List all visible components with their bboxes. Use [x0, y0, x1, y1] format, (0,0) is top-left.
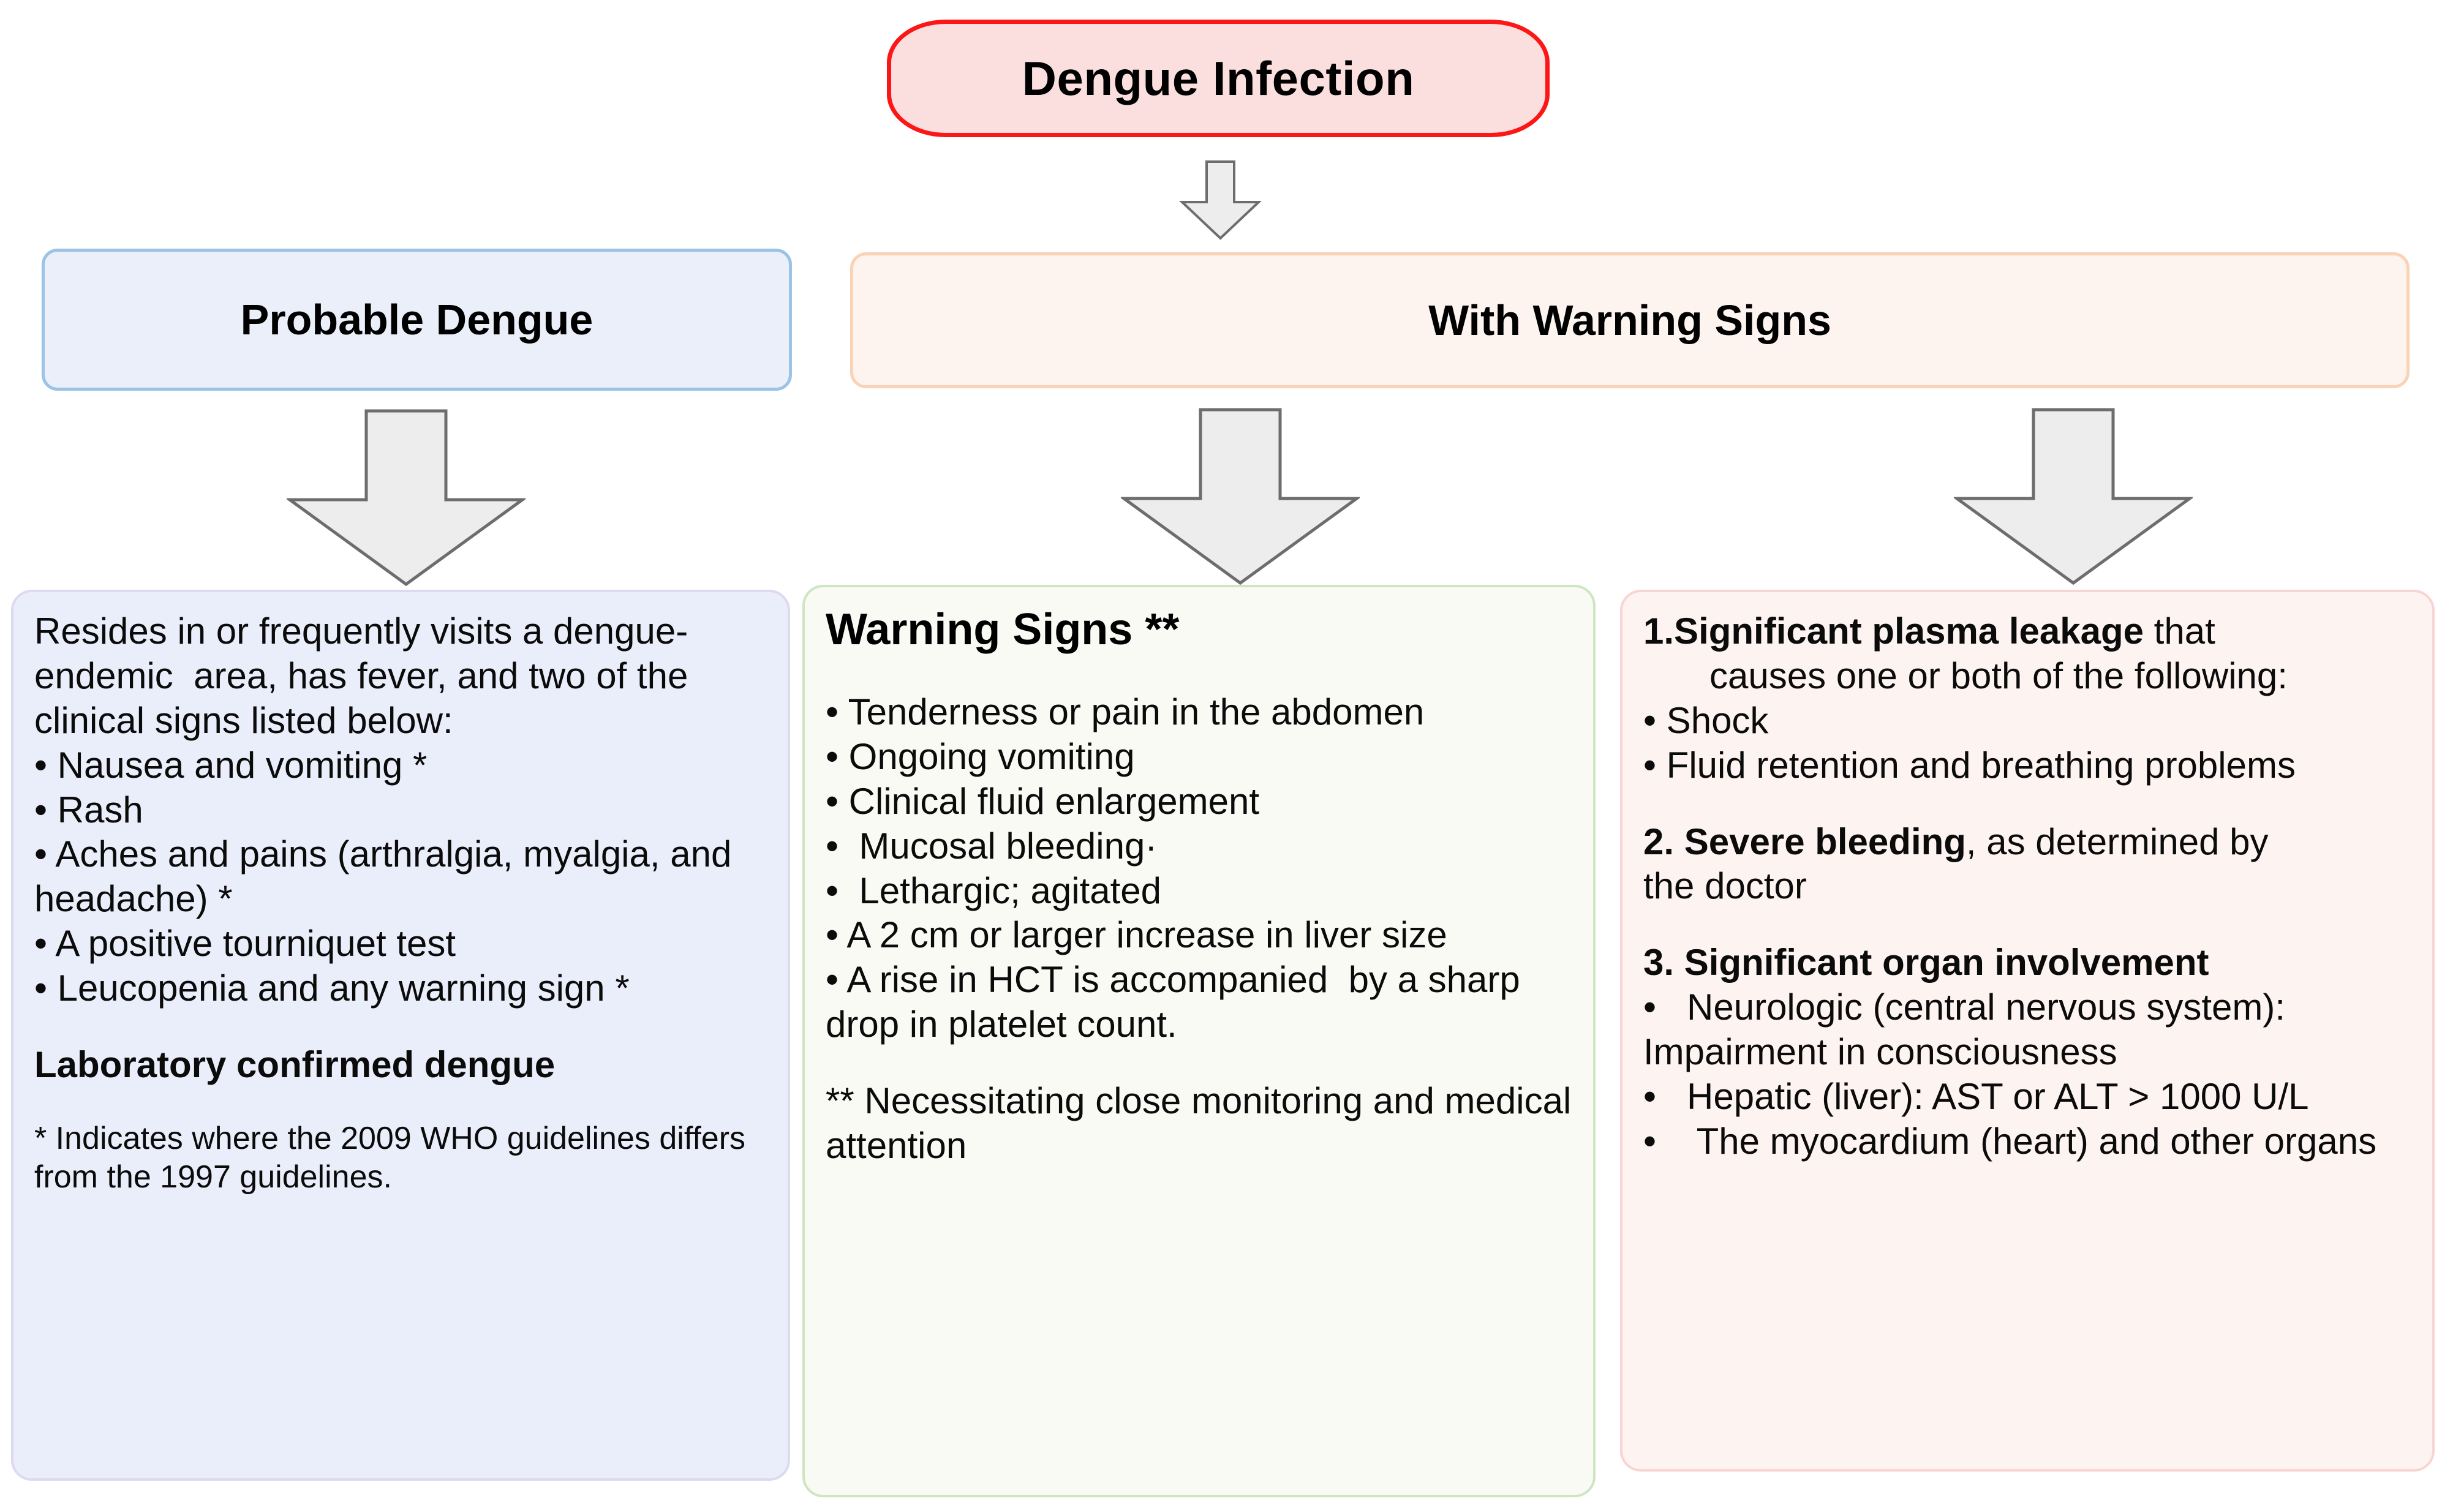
right-item-1-marker: 1. — [1643, 611, 1675, 652]
header-with-warning-signs[interactable]: With Warning Signs — [850, 252, 2410, 388]
left-footnote: * Indicates where the 2009 WHO guideline… — [34, 1120, 755, 1195]
right-item-2: 2. Severe bleeding, as determined by — [1643, 820, 2411, 865]
mid-bullet-liver-size: • A 2 cm or larger increase in liver siz… — [826, 914, 1447, 956]
mid-footnote: ** Necessitating close monitoring and me… — [826, 1080, 1581, 1167]
content-box-warning-signs: Warning Signs ** • Tenderness or pain in… — [802, 585, 1596, 1497]
left-spacer-2 — [34, 1088, 767, 1119]
mid-heading-warning-signs: Warning Signs ** — [826, 605, 1180, 654]
header-probable-dengue-label: Probable Dengue — [240, 296, 594, 344]
right-item-2-rest: , as determined by — [1965, 821, 2269, 862]
mid-bullet-lethargic: • Lethargic; agitated — [826, 870, 1162, 911]
right-item-3-bold: Significant organ involvement — [1684, 942, 2209, 984]
node-dengue-infection-label: Dengue Infection — [1022, 51, 1415, 105]
arrow-warning-to-mid-box — [1121, 408, 1360, 585]
right-item-3: 3. Significant organ involvement — [1643, 941, 2411, 985]
right-item-1: 1. Significant plasma leakage that — [1643, 609, 2411, 654]
left-bullet-tourniquet: • A positive tourniquet test — [34, 923, 456, 965]
mid-spacer-1 — [826, 658, 1572, 690]
left-bullet-nausea: • Nausea and vomiting * — [34, 744, 428, 786]
right-item-1-body: Significant plasma leakage that — [1674, 609, 2411, 654]
right-item-3-bullet-myocardium: • The myocardium (heart) and other organ… — [1643, 1120, 2377, 1162]
left-subheading-lab-confirmed: Laboratory confirmed dengue — [34, 1044, 556, 1086]
node-dengue-infection[interactable]: Dengue Infection — [887, 20, 1550, 137]
right-spacer-2 — [1643, 909, 2411, 941]
right-item-3-bullet-neurologic: • Neurologic (central nervous system): I… — [1643, 987, 2296, 1073]
right-item-3-marker: 3. — [1643, 942, 1684, 984]
left-bullet-leucopenia: • Leucopenia and any warning sign * — [34, 968, 630, 1009]
left-bullet-aches: • Aches and pains (arthralgia, myalgia, … — [34, 833, 742, 920]
right-item-1-bold: Significant plasma leakage — [1674, 611, 2144, 652]
right-item-1-continuation: causes one or both of the following: — [1709, 655, 2288, 696]
arrow-warning-to-right-box — [1954, 408, 2193, 585]
right-item-2-bold: Severe bleeding — [1684, 821, 1966, 862]
left-spacer-1 — [34, 1011, 767, 1043]
right-item-3-bullet-hepatic: • Hepatic (liver): AST or ALT > 1000 U/L — [1643, 1076, 2309, 1118]
mid-bullet-tenderness: • Tenderness or pain in the abdomen — [826, 691, 1425, 732]
content-box-probable-dengue: Resides in or frequently visits a dengue… — [11, 590, 790, 1481]
arrow-top-to-warning — [1179, 160, 1262, 240]
left-bullet-rash: • Rash — [34, 789, 143, 830]
mid-bullet-mucosal-bleeding: • Mucosal bleeding· — [826, 825, 1158, 867]
left-intro-text: Resides in or frequently visits a dengue… — [34, 611, 698, 741]
right-item-1-bullet-shock: • Shock — [1643, 699, 1769, 741]
right-item-1-rest: that — [2144, 611, 2215, 652]
header-probable-dengue[interactable]: Probable Dengue — [42, 249, 792, 391]
content-box-severe-dengue: 1. Significant plasma leakage that cause… — [1620, 590, 2435, 1472]
header-with-warning-signs-label: With Warning Signs — [1428, 296, 1831, 344]
mid-spacer-2 — [826, 1047, 1572, 1079]
arrow-probable-to-left-box — [287, 409, 526, 587]
mid-bullet-fluid-enlargement: • Clinical fluid enlargement — [826, 780, 1260, 822]
mid-bullet-hct-platelet: • A rise in HCT is accompanied by a shar… — [826, 959, 1531, 1045]
right-spacer-1 — [1643, 788, 2411, 820]
right-item-2-marker: 2. — [1643, 821, 1684, 862]
right-item-2-continuation: the doctor — [1643, 865, 1807, 907]
mid-bullet-vomiting: • Ongoing vomiting — [826, 735, 1135, 777]
right-item-1-bullet-fluid-retention: • Fluid retention and breathing problems — [1643, 744, 2296, 786]
right-item-2-marker-bold: 2. Severe bleeding — [1643, 821, 1966, 862]
